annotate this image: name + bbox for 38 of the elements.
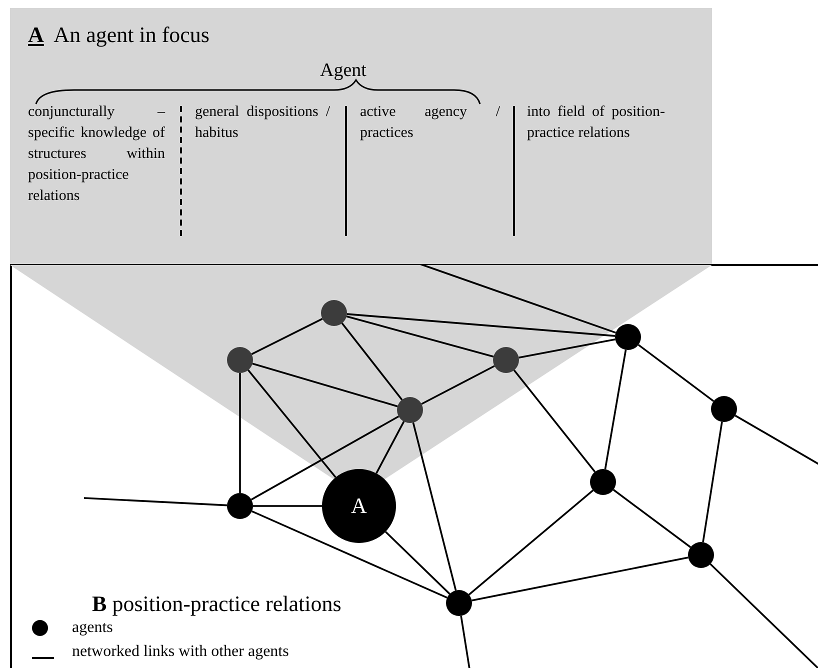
column-text: into field of position-practice relations	[527, 103, 665, 143]
agent-letter: A	[351, 495, 367, 517]
panel-heading: A An agent in focus	[28, 22, 210, 48]
legend-text: agents	[72, 618, 113, 638]
link-line	[604, 350, 627, 470]
link-line	[421, 365, 495, 405]
link-line	[734, 414, 818, 467]
legend-text: networked links with other agents	[72, 642, 289, 662]
link-line	[460, 616, 471, 668]
column-text: general dispositions / habitus	[195, 103, 330, 143]
link-line	[518, 338, 616, 358]
link-line	[710, 563, 818, 668]
panel-heading: B position-practice relations	[92, 591, 342, 617]
link-line	[638, 344, 714, 402]
link-line	[384, 531, 450, 595]
link-line	[468, 490, 594, 596]
link-line	[346, 316, 494, 358]
focus-panel	[10, 8, 712, 264]
link-line	[612, 489, 692, 548]
link-line	[346, 313, 616, 337]
brace-label: Agent	[320, 60, 366, 82]
link-line	[251, 318, 323, 355]
link-line	[341, 322, 403, 400]
link-line	[250, 416, 400, 500]
column-text: active agency / practices	[360, 103, 500, 143]
link-line	[702, 422, 723, 542]
link-line	[84, 497, 228, 506]
network-panel	[10, 264, 818, 668]
link-line	[252, 362, 398, 408]
link-line	[420, 263, 616, 334]
link-line	[253, 505, 322, 507]
link-line	[239, 373, 241, 493]
link-line	[376, 421, 405, 474]
link-line	[252, 510, 448, 599]
link-line	[472, 556, 688, 602]
link-line	[412, 422, 457, 591]
column-text: conjuncturally – specific knowledge of structures within position-practice relations	[28, 103, 165, 206]
link-line	[513, 370, 596, 472]
